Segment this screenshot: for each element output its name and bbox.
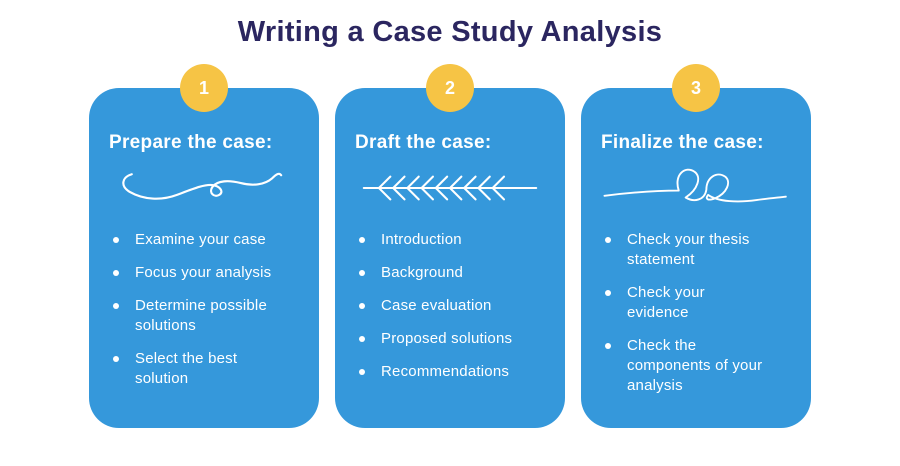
list-item: Background <box>359 263 523 283</box>
list-item: Check the components of your analysis <box>605 336 769 396</box>
card-heading: Draft the case: <box>355 132 492 153</box>
list-item: Check your thesis statement <box>605 230 769 270</box>
infographic: Writing a Case Study Analysis 1 Prepare … <box>0 16 900 428</box>
list-item-text: Recommendations <box>381 363 510 380</box>
step-badge-3: 3 <box>672 64 720 112</box>
list-item-text: Check your thesis statement <box>627 231 750 268</box>
card-prepare: 1 Prepare the case: Examine your case Fo… <box>89 64 319 428</box>
heart-loop-doodle-icon <box>601 166 791 210</box>
card-heading: Prepare the case: <box>109 132 273 153</box>
list-item-text: Examine your case <box>135 231 266 248</box>
list-item-text: Determine possible solutions <box>135 297 267 334</box>
step-badge-1: 1 <box>180 64 228 112</box>
list-item-text: Background <box>381 264 464 281</box>
page-title: Writing a Case Study Analysis <box>237 16 663 48</box>
list-item: Introduction <box>359 230 523 250</box>
step-number: 1 <box>198 77 209 98</box>
list-item-text: Select the best solution <box>135 350 238 387</box>
step-number: 2 <box>444 77 455 98</box>
feather-arrow-doodle-icon <box>355 166 545 210</box>
list-item-text: Check your evidence <box>627 284 705 321</box>
card-heading: Finalize the case: <box>601 132 764 153</box>
list-item-text: Focus your analysis <box>135 264 272 281</box>
step-badge-2: 2 <box>426 64 474 112</box>
list-item: Select the best solution <box>113 349 277 389</box>
list-item: Case evaluation <box>359 296 523 316</box>
list-item-text: Check the components of your analysis <box>627 337 763 394</box>
list-item: Determine possible solutions <box>113 296 277 336</box>
wavy-loop-doodle-icon <box>109 166 299 210</box>
bullet-list: Introduction Background Case evaluation … <box>355 230 545 382</box>
cards-row: 1 Prepare the case: Examine your case Fo… <box>89 64 811 428</box>
list-item: Proposed solutions <box>359 329 523 349</box>
card-finalize: 3 Finalize the case: Check your thesis s… <box>581 64 811 428</box>
list-item: Check your evidence <box>605 283 769 323</box>
list-item: Recommendations <box>359 362 523 382</box>
list-item: Focus your analysis <box>113 263 277 283</box>
list-item: Examine your case <box>113 230 277 250</box>
bullet-list: Examine your case Focus your analysis De… <box>109 230 299 389</box>
bullet-list: Check your thesis statement Check your e… <box>601 230 791 396</box>
card-draft: 2 Draft the case: Introduction <box>335 64 565 428</box>
list-item-text: Case evaluation <box>381 297 492 314</box>
step-number: 3 <box>690 77 701 98</box>
list-item-text: Introduction <box>381 231 462 248</box>
list-item-text: Proposed solutions <box>381 330 513 347</box>
